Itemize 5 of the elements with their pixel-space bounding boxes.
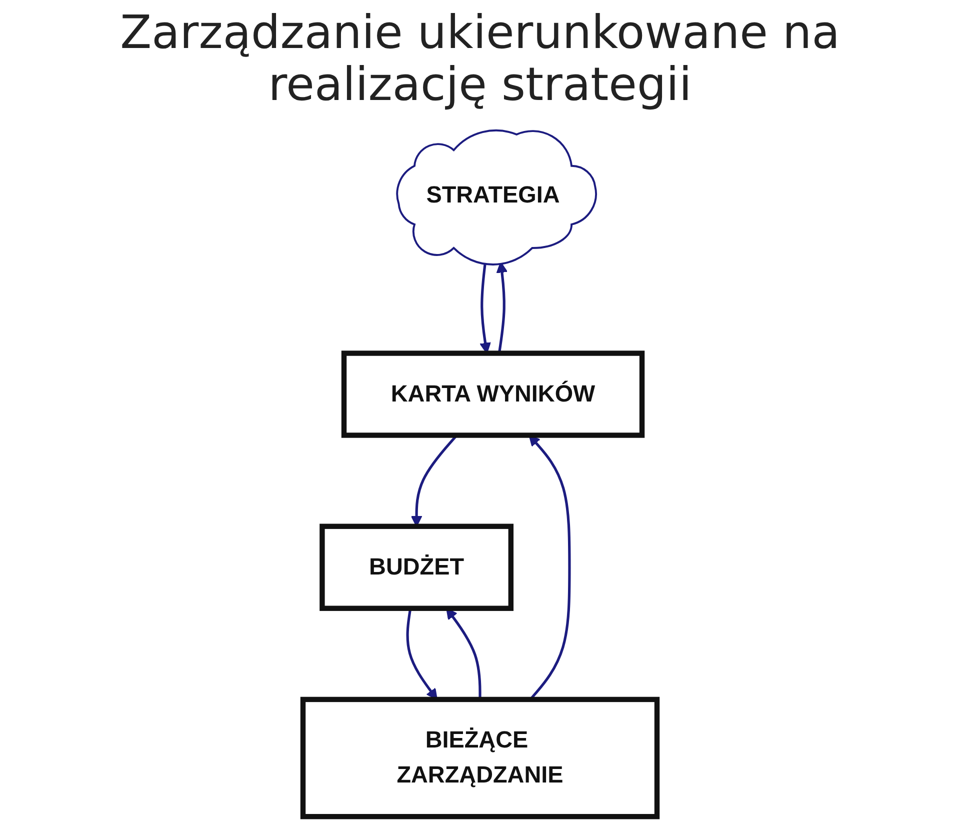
node-box: BUDŻET: [320, 524, 514, 611]
arrow: [496, 262, 508, 354]
title: Zarządzanie ukierunkowane na realizację strategii: [119, 6, 841, 110]
node-box: BIEŻĄCE ZARZĄDZANIE: [300, 696, 660, 820]
node-box: KARTA WYNIKÓW: [341, 350, 645, 438]
